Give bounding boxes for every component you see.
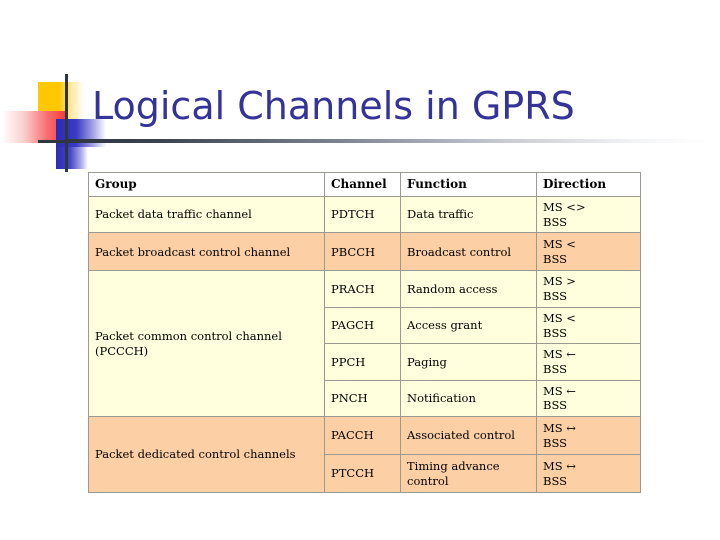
- cell-channel: PTCCH: [324, 454, 401, 494]
- cell-group: Packet data traffic channel: [88, 195, 325, 234]
- cell-channel: PRACH: [324, 270, 401, 308]
- cell-channel: PAGCH: [324, 306, 401, 345]
- cell-direction: MS < BSS: [536, 232, 641, 272]
- table-header: Group Channel Function Direction: [88, 172, 641, 197]
- cell-channel: PBCCH: [324, 232, 401, 272]
- cell-direction: MS ← BSS: [536, 343, 641, 381]
- cell-function: Random access: [400, 270, 537, 308]
- logical-channels-table-container: Group Channel Function Direction Packet …: [88, 172, 641, 494]
- logical-channels-table: Group Channel Function Direction Packet …: [88, 172, 641, 494]
- table-header-row: Group Channel Function Direction: [88, 172, 641, 197]
- cell-direction: MS < BSS: [536, 306, 641, 345]
- cell-function: Notification: [400, 379, 537, 418]
- column-header-function: Function: [400, 172, 537, 197]
- cell-function: Timing advance control: [400, 454, 537, 494]
- column-header-direction: Direction: [536, 172, 641, 197]
- cell-group: Packet dedicated control channels: [88, 416, 325, 494]
- cell-group: Packet broadcast control channel: [88, 232, 325, 272]
- decoration-yellow-square: [38, 82, 84, 120]
- decoration-blue-small-square: [56, 147, 88, 169]
- cell-group: Packet common control channel (PCCCH): [88, 270, 325, 418]
- cell-channel: PDTCH: [324, 195, 401, 234]
- column-header-channel: Channel: [324, 172, 401, 197]
- decoration-vertical-line: [65, 74, 68, 172]
- cell-direction: MS ↔ BSS: [536, 416, 641, 456]
- page-title: Logical Channels in GPRS: [92, 84, 575, 128]
- cell-function: Access grant: [400, 306, 537, 345]
- table-row: Packet common control channel (PCCCH)PRA…: [88, 270, 641, 418]
- cell-channel: PPCH: [324, 343, 401, 381]
- cell-direction: MS <> BSS: [536, 195, 641, 234]
- cell-channel: PACCH: [324, 416, 401, 456]
- cell-function: Associated control: [400, 416, 537, 456]
- title-underline-rule: [66, 139, 712, 143]
- cell-function: Data traffic: [400, 195, 537, 234]
- cell-function: Broadcast control: [400, 232, 537, 272]
- decoration-red-square: [2, 111, 66, 143]
- cell-direction: MS ↔ BSS: [536, 454, 641, 494]
- cell-function: Paging: [400, 343, 537, 381]
- cell-direction: MS > BSS: [536, 270, 641, 308]
- cell-direction: MS ← BSS: [536, 379, 641, 418]
- cell-channel: PNCH: [324, 379, 401, 418]
- column-header-group: Group: [88, 172, 325, 197]
